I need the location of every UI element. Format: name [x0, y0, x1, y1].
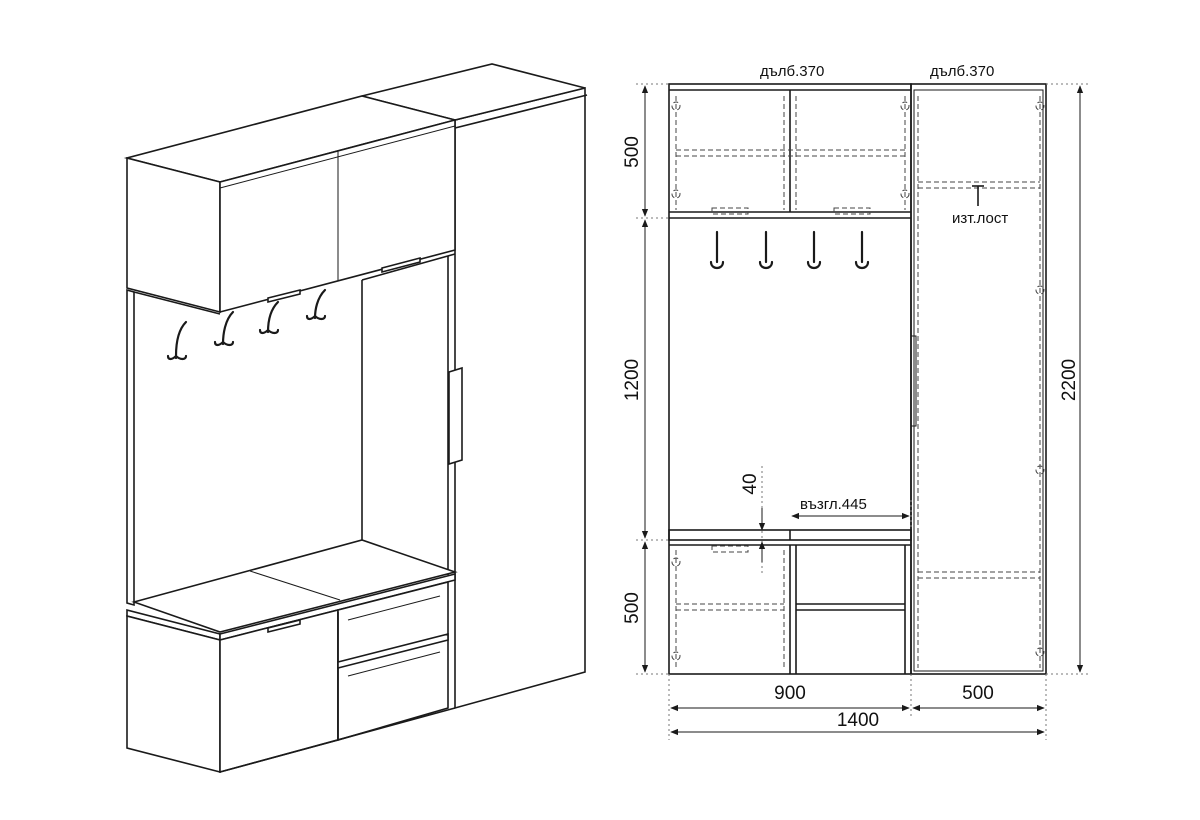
- bench-front: [668, 529, 912, 546]
- hook-4: [854, 230, 870, 270]
- coat-hooks: [709, 230, 870, 270]
- dim-right-width: 500: [962, 683, 994, 704]
- dim-seat: 40: [740, 473, 761, 494]
- iso-wardrobe: [361, 63, 588, 710]
- front-view: дълб.370 дълб.370 изт.лост възгл.445 500…: [622, 63, 1090, 740]
- dim-bottom-height: 500: [622, 592, 643, 624]
- dim-left-width: 900: [774, 683, 806, 704]
- depth-label-right: дълб.370: [930, 63, 994, 80]
- iso-upper-cabinet: [123, 95, 459, 314]
- iso-middle-frame: [126, 253, 456, 607]
- hook-2: [758, 230, 774, 270]
- dim-total-width: 1400: [837, 710, 879, 731]
- cushion-label: възгл.445: [800, 496, 867, 513]
- extension-lines: [636, 83, 1090, 740]
- hook-3: [806, 230, 822, 270]
- right-wardrobe-frame: [910, 83, 1047, 675]
- top-cabinet: [669, 89, 911, 219]
- isometric-view: [123, 63, 588, 774]
- wardrobe-internals: [910, 96, 1045, 668]
- dim-middle-height: 1200: [622, 359, 643, 401]
- iso-hooks: [166, 288, 327, 361]
- hook-1: [709, 230, 725, 270]
- dim-top-height: 500: [622, 136, 643, 168]
- wardrobe-handle: [910, 335, 917, 427]
- iso-lower-cabinet: [126, 580, 456, 774]
- dim-total-height: 2200: [1059, 359, 1080, 401]
- depth-label-left: дълб.370: [760, 63, 824, 80]
- iso-bench: [126, 539, 458, 642]
- dimension-arrows: [641, 85, 1084, 736]
- lower-cabinet-front: [671, 545, 906, 674]
- rod-label: изт.лост: [952, 210, 1008, 227]
